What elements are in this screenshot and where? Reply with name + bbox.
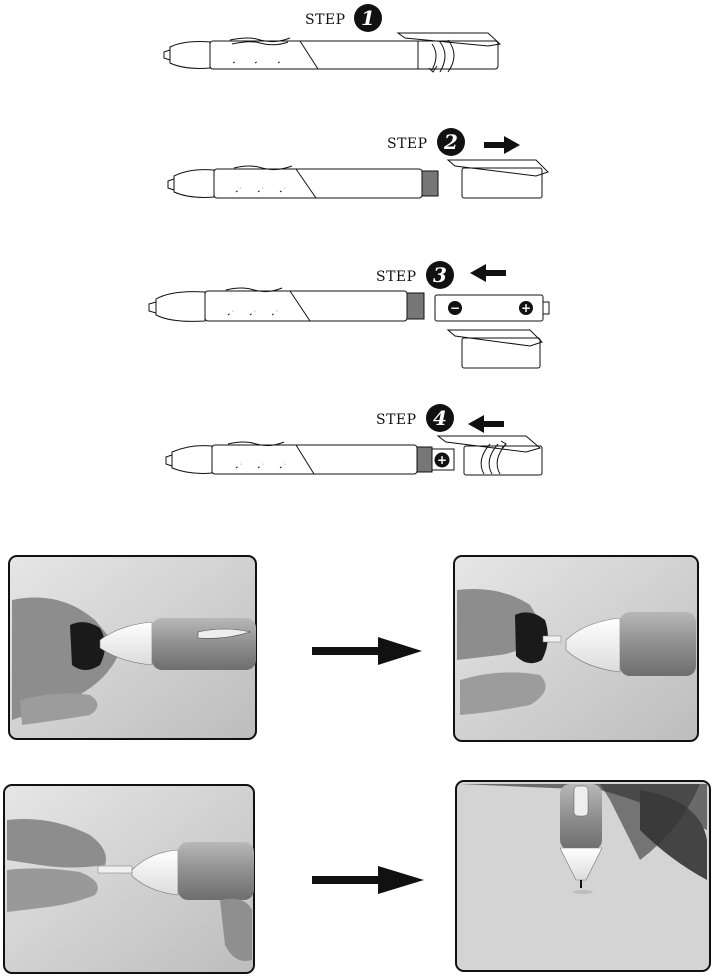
step-4-heading: STEP 4 [376,404,454,432]
cap-removal-photo-after [454,556,698,741]
step-2-illustration: STEP 2 [168,128,548,198]
step-4-illustration: STEP 4 [166,404,542,475]
arrow-right-icon [312,866,424,894]
step-4-word: STEP [376,412,417,428]
pen-3 [149,288,424,321]
step-1-illustration: STEP 1 [164,4,500,72]
step-3-heading: STEP 3 [376,261,454,289]
arrow-right-icon [484,136,520,154]
step-1-word: STEP [305,12,346,28]
step-1-number: 1 [361,6,375,30]
arrow-left-icon [468,415,504,433]
step-3-number: 3 [433,263,447,287]
battery-positive-sign: + [437,453,447,467]
step-2-word: STEP [387,136,428,152]
pen-4 [166,436,542,475]
pen-2 [168,160,548,198]
battery: − + [435,295,549,321]
writing-on-paper-photo [456,781,710,971]
twist-arrows-icon [429,40,454,72]
step-3-word: STEP [376,269,417,285]
battery-negative-sign: − [450,301,460,315]
step-1-heading: STEP 1 [305,4,382,32]
pen-3-cap [448,330,542,368]
pen-2-cap [462,168,542,198]
cap-removal-photo-before [9,556,256,739]
arrow-left-icon [470,264,506,282]
step-2-number: 2 [443,130,458,154]
step-3-illustration: STEP 3 − + [149,261,549,368]
tip-peel-photo [4,785,254,973]
step-2-heading: STEP 2 [387,128,465,156]
step-4-number: 4 [433,406,447,430]
battery-positive-sign: + [521,301,531,315]
arrow-right-icon [312,637,422,665]
pen-1 [164,33,500,72]
